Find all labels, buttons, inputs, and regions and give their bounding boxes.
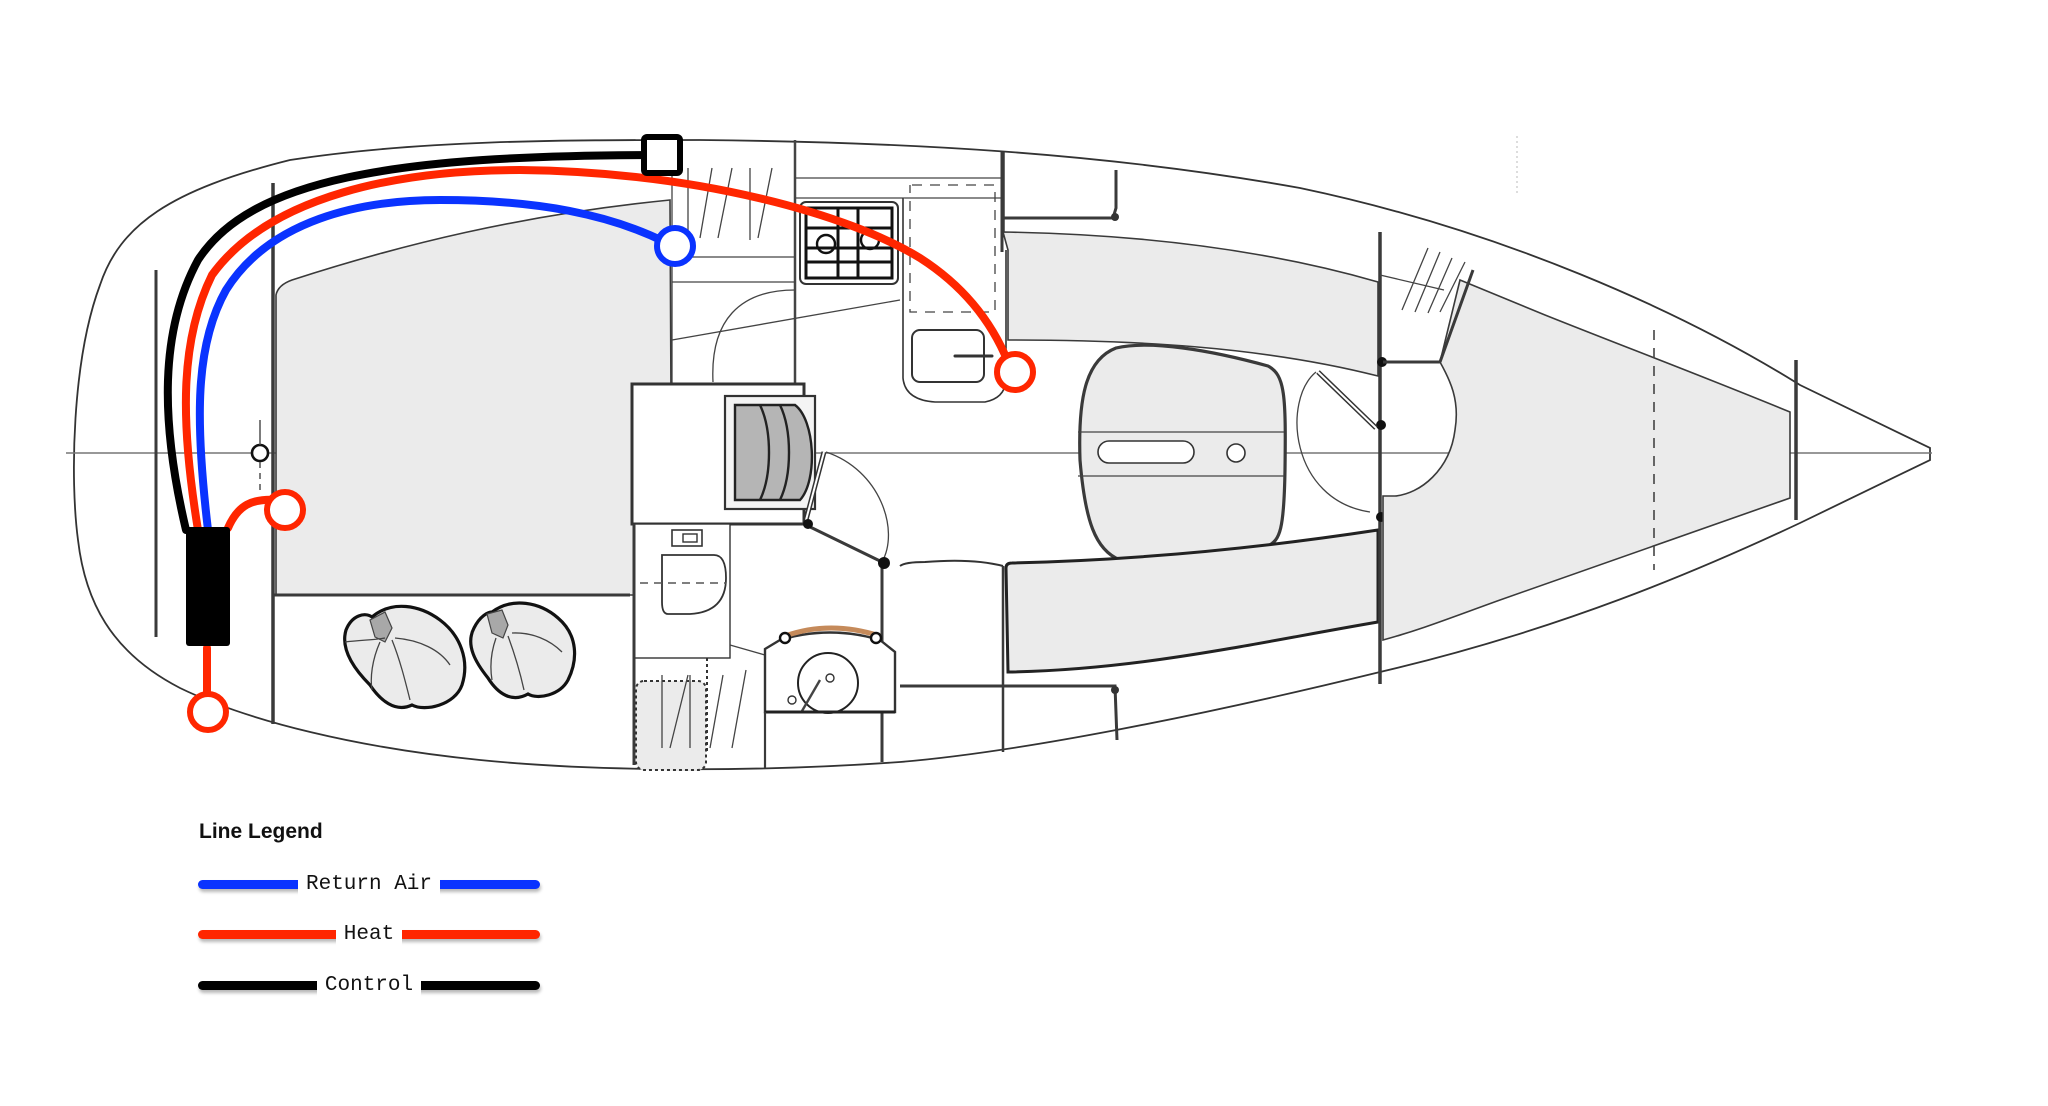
door-hinge-b: [878, 557, 890, 569]
upper-locker-rail: [1003, 170, 1118, 220]
door-hinge-a: [803, 519, 813, 529]
galley-counter-dashed: [909, 184, 996, 313]
table-slot: [1097, 440, 1195, 464]
legend-title: Line Legend: [199, 820, 323, 843]
lower-settee-cushion: [1004, 528, 1380, 674]
legend-label-return-air: Return Air: [297, 873, 441, 896]
companionway-door-in: [805, 451, 825, 521]
heater-unit: [186, 527, 230, 646]
legend-label-control: Control: [316, 974, 422, 997]
companion-curve: [671, 289, 901, 383]
engine-knob-a: [787, 695, 797, 705]
legend-item-control: Control: [198, 973, 540, 999]
table-mast-hole: [1226, 443, 1246, 463]
v-berth-hatch-wall: [1438, 269, 1475, 363]
engine-lever: [800, 679, 822, 712]
v-berth-hatching: [1379, 247, 1466, 314]
v-berth-cushion: [1382, 278, 1791, 642]
engine-handrail-end-b: [869, 631, 883, 645]
legend-item-return-air: Return Air: [198, 872, 540, 898]
companionway-steps: [733, 403, 814, 502]
toilet: [640, 529, 727, 615]
v-berth-door-in: [1317, 371, 1377, 429]
v-berth-door-swing: [1296, 371, 1371, 513]
legend-label-heat: Heat: [335, 923, 403, 946]
engine-knob-b: [825, 673, 835, 683]
locker-knob-upper: [1111, 213, 1119, 221]
sail-bag-1: [343, 604, 467, 710]
locker-knob-lower: [1111, 686, 1119, 694]
head-door-swing: [825, 451, 890, 563]
bulkhead-hinge-1: [1377, 357, 1387, 367]
control-panel-terminal: [641, 134, 683, 176]
control-line: [163, 151, 664, 534]
wet-locker-dashed: [635, 680, 707, 771]
engine-handrail-end-a: [778, 631, 792, 645]
aft-berth-cushion: [275, 199, 673, 596]
engine-box: [763, 631, 897, 714]
heat-outlet-galley-terminal: [994, 351, 1036, 393]
exhaust-outlet-terminal: [187, 691, 229, 733]
return-air-line: [195, 196, 669, 534]
engine-handrail: [784, 625, 881, 639]
legend-item-heat: Heat: [198, 922, 540, 948]
galley-hatch-hatching: [687, 167, 773, 240]
heat-outlet-aft-cabin-terminal: [264, 489, 306, 531]
head-door-line: [729, 644, 766, 656]
wet-locker-hatching: [661, 669, 747, 749]
bulkhead-hinge-2: [1376, 420, 1386, 430]
stern-fitting: [250, 443, 270, 463]
sail-bag-2: [469, 601, 577, 700]
upper-settee-cushion: [1001, 231, 1379, 378]
heat-line-galley: [181, 166, 1012, 534]
lower-settee-back: [899, 559, 1004, 567]
return-air-vent-terminal: [654, 225, 696, 267]
